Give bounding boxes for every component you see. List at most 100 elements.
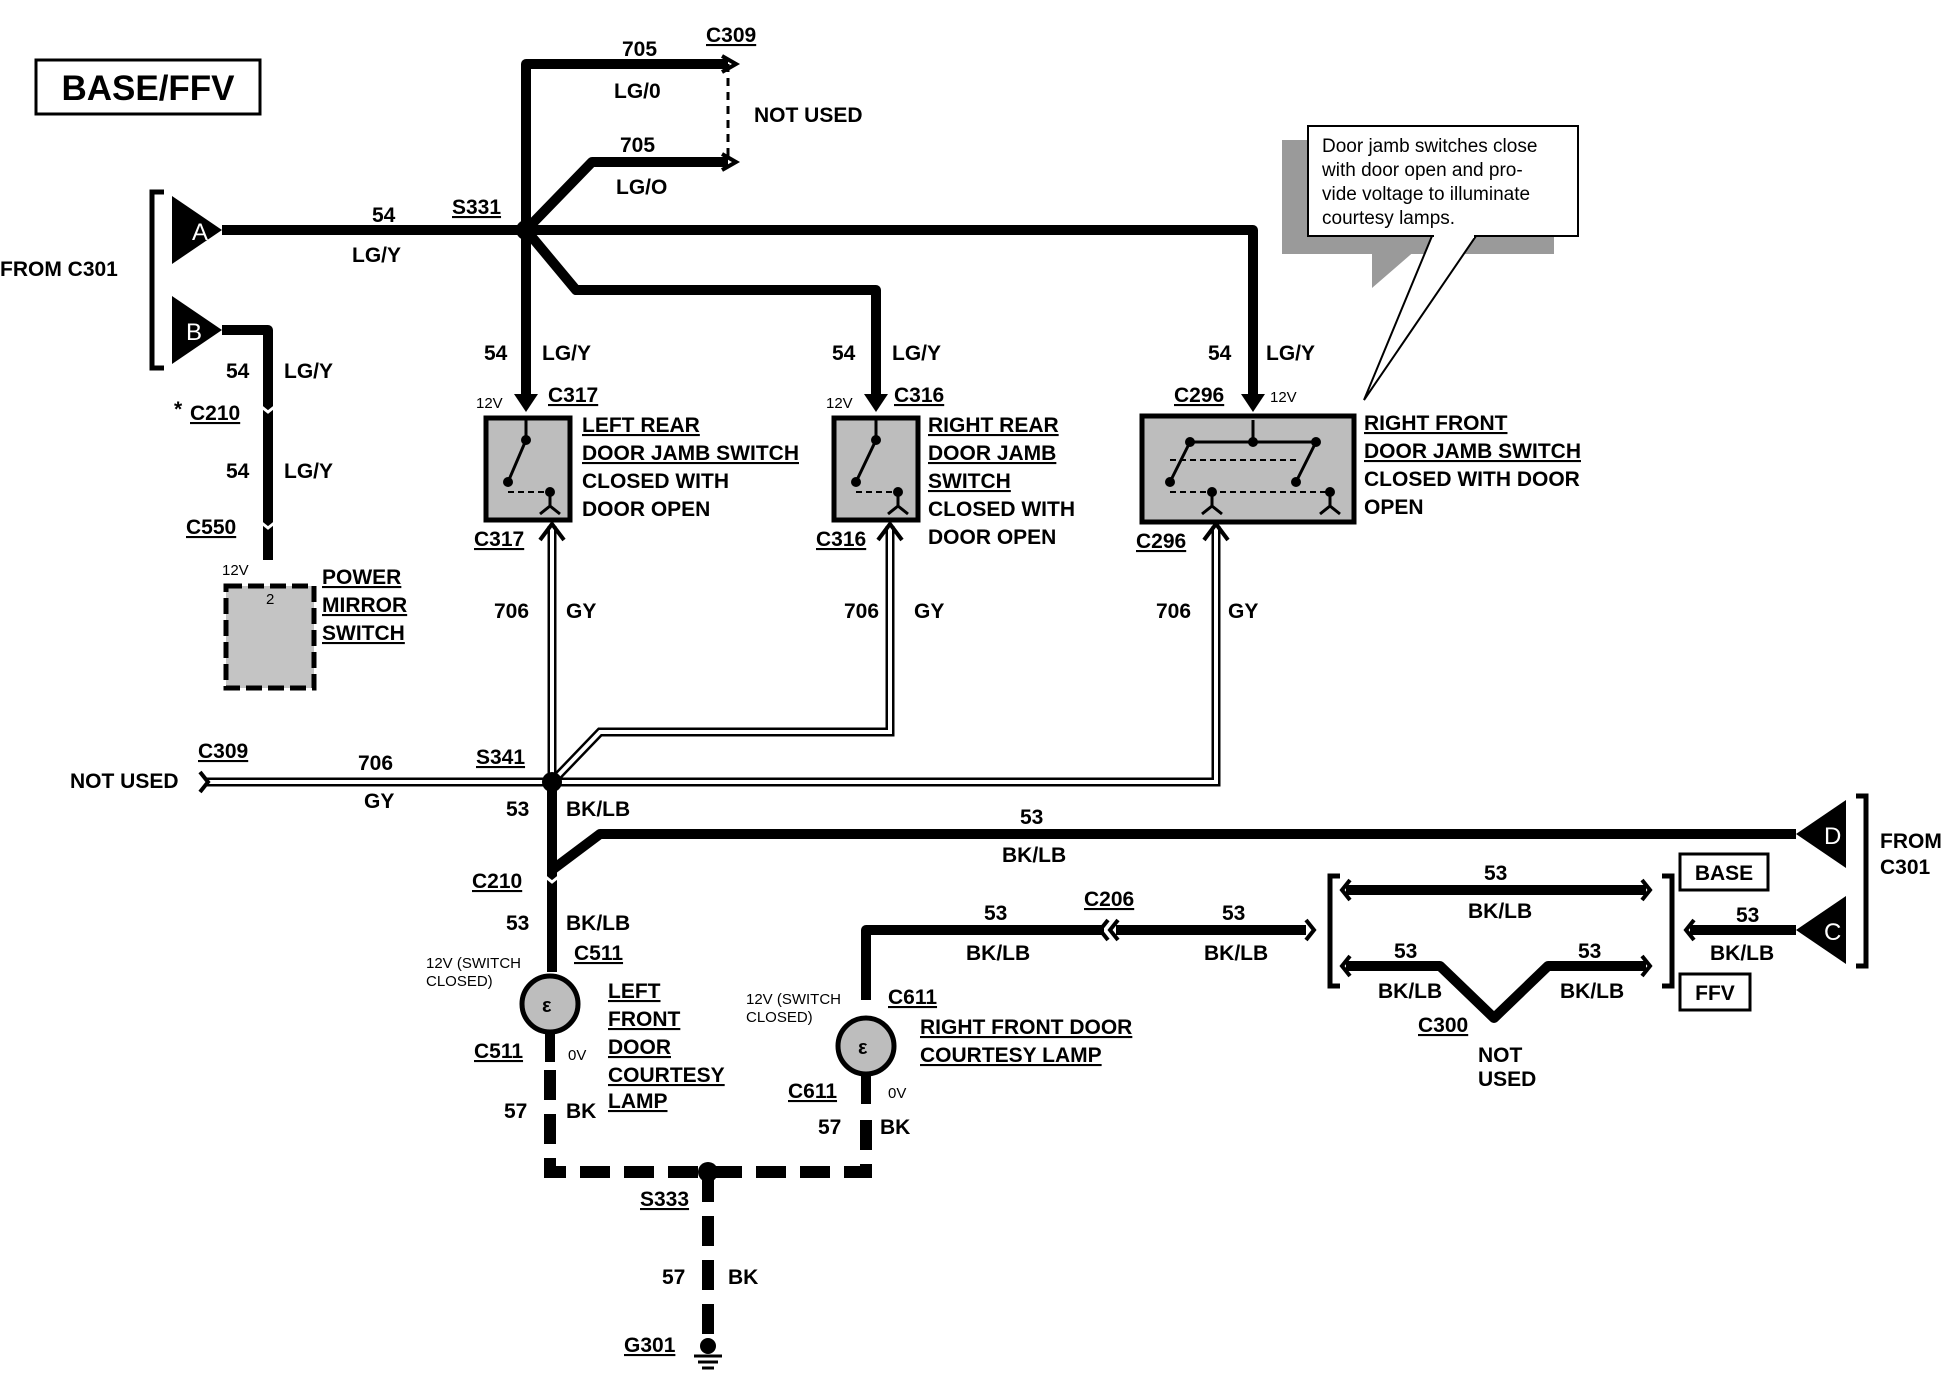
label-lgy-c296: LG/Y [1266,342,1315,365]
svg-text:12V: 12V [476,395,503,412]
svg-text:C317: C317 [474,528,524,551]
label-c210-upper: C210 [190,402,240,425]
svg-text:ε: ε [542,995,552,1017]
svg-text:RIGHT REAR: RIGHT REAR [928,414,1059,437]
svg-text:0V: 0V [568,1047,586,1064]
svg-text:with door open and pro-: with door open and pro- [1321,160,1523,181]
svg-text:C316: C316 [894,384,944,407]
svg-text:C: C [1824,919,1841,946]
label-bklb-ffv-left: BK/LB [1378,980,1442,1003]
svg-text:B: B [186,319,202,346]
label-bklb-c206-left: BK/LB [966,942,1030,965]
left-front-courtesy-lamp: 12V (SWITCH CLOSED) C511 ε LEFT FRONT DO… [426,942,725,1113]
svg-text:C296: C296 [1136,530,1186,553]
label-bklb-c: BK/LB [1710,942,1774,965]
label-706-c316: 706 [844,600,879,623]
svg-text:FFV: FFV [1695,982,1735,1005]
c210-lower-mark [541,872,563,884]
label-bklb-ffv-right: BK/LB [1560,980,1624,1003]
label-lgo-mid: LG/O [616,176,667,199]
label-lgy-c317: LG/Y [542,342,591,365]
label-bk-lf: BK [566,1100,596,1123]
svg-text:2: 2 [266,591,274,608]
label-53-c511: 53 [506,912,529,935]
c296-arrow [1241,394,1265,412]
svg-text:DOOR JAMB SWITCH: DOOR JAMB SWITCH [1364,440,1581,463]
label-54-c316: 54 [832,342,856,365]
svg-text:BASE: BASE [1695,862,1753,885]
c210-upper-mark [257,402,279,414]
label-gy-c296: GY [1228,600,1258,623]
svg-text:C611: C611 [888,986,937,1009]
svg-text:12V: 12V [222,562,249,579]
svg-text:C317: C317 [548,384,598,407]
label-not-used-c300-1: NOT [1478,1044,1523,1067]
svg-text:RIGHT FRONT DOOR: RIGHT FRONT DOOR [920,1016,1132,1039]
right-rear-door-jamb-switch: 12V C316 RIGHT REAR DOOR JAMB SWITCH CLO… [816,384,1075,551]
label-706-horizontal: 706 [358,752,393,775]
svg-text:DOOR: DOOR [608,1036,671,1059]
label-not-used-c309: NOT USED [70,770,179,793]
svg-text:DOOR OPEN: DOOR OPEN [582,498,710,521]
label-c309-top: C309 [706,24,756,47]
svg-text:A: A [192,219,208,246]
connector-b: B [172,296,222,364]
ground-icon [694,1338,722,1370]
label-53-base: 53 [1484,862,1507,885]
wire-53-ffv [1346,961,1646,1023]
label-53-top: 53 [1020,806,1043,829]
wire-706-to-c316 [548,526,895,786]
label-s333: S333 [640,1188,689,1211]
diagram-title: BASE/FFV [61,69,235,108]
svg-text:C511: C511 [574,942,623,965]
label-bklb-c206-right: BK/LB [1204,942,1268,965]
title-box: BASE/FFV [34,58,262,116]
svg-text:CLOSED): CLOSED) [746,1009,813,1026]
svg-text:SWITCH: SWITCH [928,470,1011,493]
label-s331: S331 [452,196,501,219]
label-57-lf: 57 [504,1100,527,1123]
svg-text:CLOSED WITH DOOR: CLOSED WITH DOOR [1364,468,1580,491]
wire-53-to-d [549,829,1796,874]
svg-text:LEFT: LEFT [608,980,661,1003]
label-54-b: 54 [226,360,250,383]
label-not-used-c300-2: USED [1478,1068,1536,1091]
svg-text:LEFT REAR: LEFT REAR [582,414,700,437]
left-rear-door-jamb-switch: 12V C317 LEFT REAR DOOR JAMB SWITCH CLOS… [474,384,799,551]
label-53-ffv-right: 53 [1578,940,1601,963]
label-g301: G301 [624,1334,676,1357]
svg-text:RIGHT FRONT: RIGHT FRONT [1364,412,1508,435]
label-bk-g301: BK [728,1266,758,1289]
label-bklb-s341: BK/LB [566,798,630,821]
label-54-c296: 54 [1208,342,1232,365]
connector-a: A [172,196,222,264]
s341-splice [542,772,562,792]
label-706-c296: 706 [1156,600,1191,623]
svg-text:Door jamb switches close: Door jamb switches close [1322,136,1537,157]
svg-text:LAMP: LAMP [608,1090,668,1113]
wire-706-to-c296 [552,526,1221,787]
c316-arrow [864,394,888,412]
c550-mark [257,518,279,530]
label-c206: C206 [1084,888,1134,911]
note-callout: Door jamb switches close with door open … [1282,125,1579,401]
label-705-mid: 705 [620,134,655,157]
label-57-rf: 57 [818,1116,841,1139]
label-c309-lower: C309 [198,740,248,763]
label-53-c206-right: 53 [1222,902,1245,925]
from-c301-right-line1: FROM [1880,830,1942,853]
option-bracket-right [1662,873,1675,989]
connector-c: C [1796,896,1846,964]
wire-705-lower [522,157,728,234]
connector-d: D [1796,800,1846,868]
label-gy-c317: GY [566,600,596,623]
from-c301-left-label: FROM C301 [0,258,118,281]
svg-text:COURTESY LAMP: COURTESY LAMP [920,1044,1102,1067]
svg-text:CLOSED WITH: CLOSED WITH [582,470,729,493]
c316-return-arrow [876,520,904,542]
svg-text:12V (SWITCH: 12V (SWITCH [746,991,841,1008]
c296-return-arrow [1202,520,1230,542]
option-bracket-left [1327,873,1340,989]
right-front-courtesy-lamp: 12V (SWITCH CLOSED) C611 ε RIGHT FRONT D… [746,986,1132,1103]
